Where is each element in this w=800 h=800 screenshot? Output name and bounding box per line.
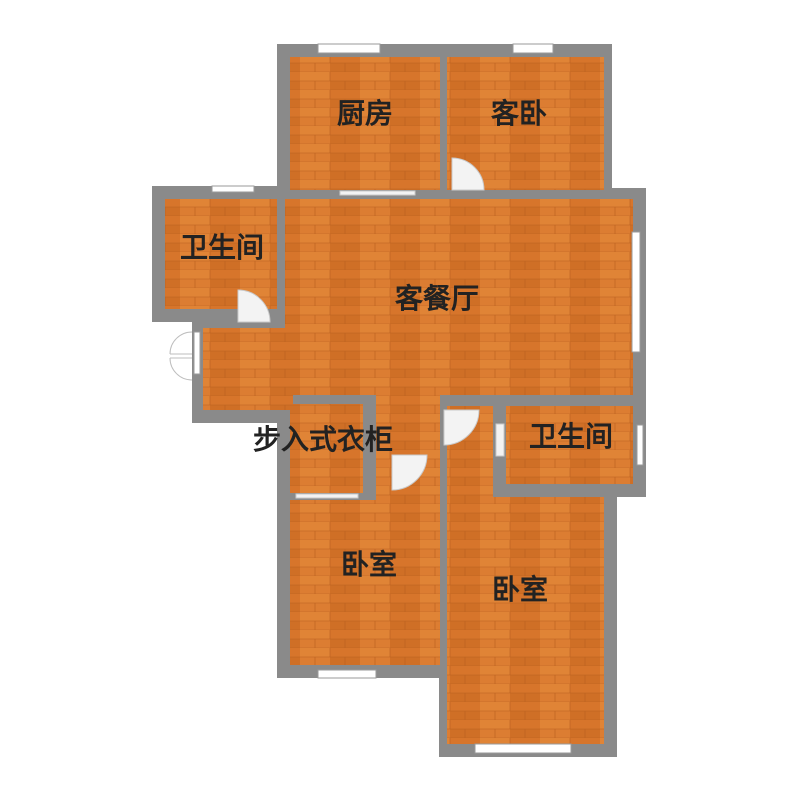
living-extension-floor	[203, 328, 293, 410]
walk-in-closet-floor	[290, 404, 363, 493]
bathroom-left-window	[211, 185, 255, 193]
floors	[165, 57, 633, 744]
bathroom-left-door	[237, 289, 271, 323]
corridor-floor	[376, 395, 447, 505]
room-label-bathroom-right: 卫生间	[529, 420, 613, 453]
bedroom-left-window	[317, 669, 377, 679]
kitchen-sliding-door	[339, 190, 416, 196]
kitchen-floor	[290, 57, 440, 190]
bedroom-right-window	[474, 743, 572, 754]
room-label-living-dining: 客餐厅	[395, 282, 479, 315]
closet-door	[391, 454, 428, 491]
sliding-doors	[295, 190, 416, 499]
bedroom-right-floor	[447, 406, 604, 744]
room-label-kitchen: 厨房	[337, 97, 393, 130]
room-label-bathroom-left: 卫生间	[180, 231, 264, 264]
living-window	[631, 231, 641, 353]
windows	[193, 43, 644, 754]
bathroom-right-door	[495, 423, 505, 457]
bedroom-right-door	[443, 409, 480, 446]
room-labels: 厨房 客卧 卫生间 客餐厅 步入式衣柜 卫生间 卧室 卧室	[180, 97, 613, 606]
bedroom-left-floor	[290, 500, 440, 665]
entrance-door	[169, 331, 193, 381]
living-floor	[285, 199, 633, 395]
bathroom-left-floor	[165, 199, 277, 309]
guest-bedroom-window	[512, 43, 554, 54]
room-label-walk-in-closet: 步入式衣柜	[253, 423, 393, 456]
room-label-guest-bedroom: 客卧	[491, 97, 547, 130]
closet-sliding-door	[295, 493, 359, 499]
kitchen-window	[317, 43, 381, 54]
living-west-window	[193, 331, 201, 375]
room-label-bedroom-left: 卧室	[341, 548, 397, 581]
guest-bedroom-door	[451, 157, 485, 191]
room-label-bedroom-right: 卧室	[492, 573, 548, 606]
bathroom-right-window	[636, 424, 644, 466]
swing-doors	[169, 157, 505, 491]
